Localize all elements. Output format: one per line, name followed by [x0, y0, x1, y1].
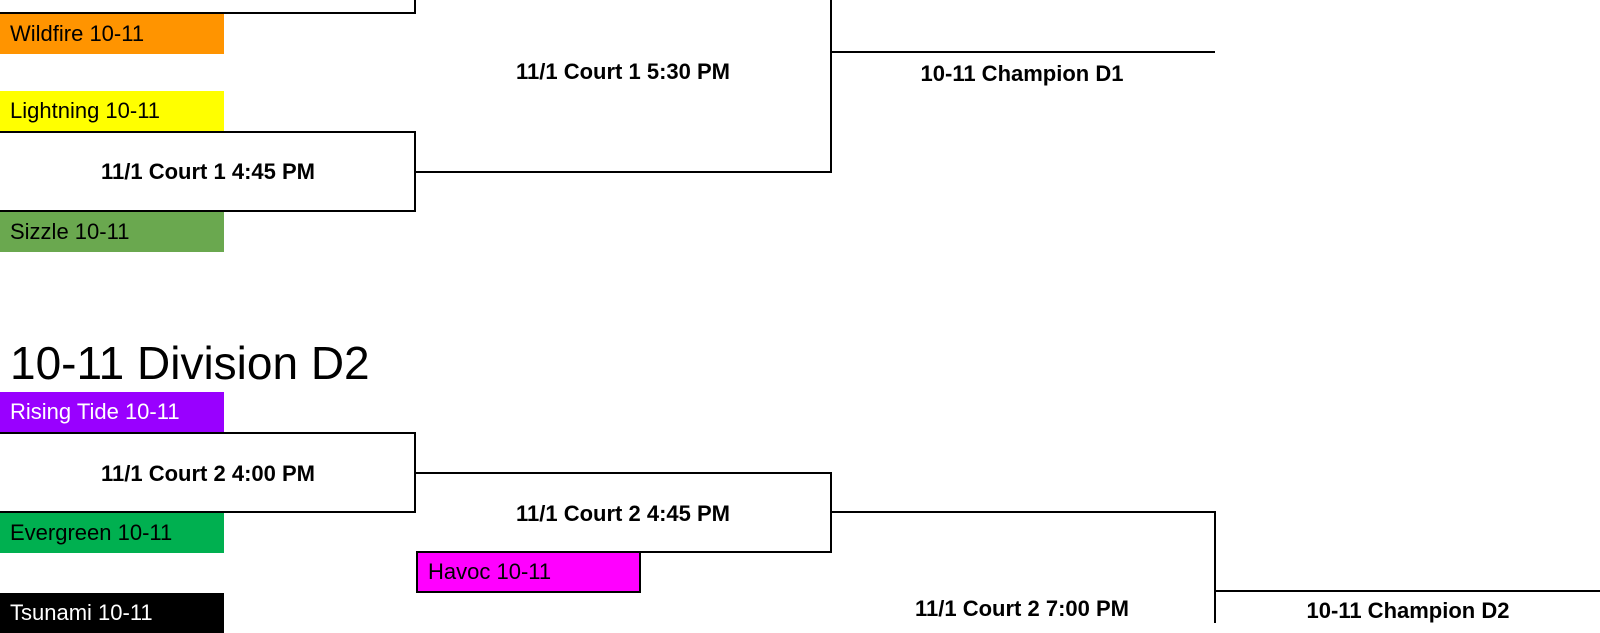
- bracket-line: [0, 131, 416, 133]
- bracket-line: [830, 0, 832, 173]
- champion-label-d2: 10-11 Champion D2: [1306, 598, 1510, 623]
- game-label-d2-round1: 11/1 Court 2 4:00 PM: [101, 461, 315, 486]
- bracket-line: [1214, 511, 1216, 623]
- team-evergreen: Evergreen 10-11: [0, 513, 224, 553]
- game-label-d2-final: 11/1 Court 2 7:00 PM: [915, 596, 1129, 621]
- bracket-line: [414, 171, 832, 173]
- bracket-line: [416, 551, 832, 553]
- bracket-line: [830, 511, 1216, 513]
- game-label-d1-final: 11/1 Court 1 5:30 PM: [516, 59, 730, 84]
- team-tsunami: Tsunami 10-11: [0, 593, 224, 633]
- bracket-line: [0, 210, 416, 212]
- game-label-d1-semifinal: 11/1 Court 1 4:45 PM: [101, 159, 315, 184]
- bracket-line: [1214, 590, 1600, 592]
- team-rising-tide: Rising Tide 10-11: [0, 392, 224, 432]
- team-lightning: Lightning 10-11: [0, 91, 224, 131]
- game-label-d2-round2: 11/1 Court 2 4:45 PM: [516, 501, 730, 526]
- team-havoc: Havoc 10-11: [416, 553, 641, 593]
- bracket-line: [0, 511, 416, 513]
- team-wildfire: Wildfire 10-11: [0, 14, 224, 54]
- division-title-d2: 10-11 Division D2: [10, 337, 370, 389]
- bracket-line: [414, 0, 416, 14]
- bracket-line: [414, 472, 832, 474]
- team-sizzle: Sizzle 10-11: [0, 212, 224, 252]
- bracket-line: [0, 12, 416, 14]
- bracket-line: [830, 51, 1215, 53]
- champion-label-d1: 10-11 Champion D1: [920, 61, 1124, 86]
- bracket-line: [0, 432, 416, 434]
